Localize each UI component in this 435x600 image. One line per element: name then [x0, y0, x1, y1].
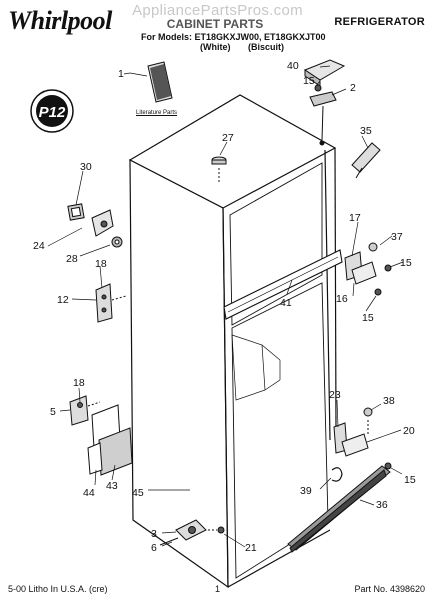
brand-logo: Whirlpool — [8, 6, 112, 35]
callout-15c: 15 — [362, 312, 374, 324]
category-label: REFRIGERATOR — [334, 16, 425, 28]
callout-44: 44 — [83, 487, 95, 499]
callout-16: 16 — [336, 293, 348, 305]
callout-41: 41 — [280, 297, 292, 309]
callout-39: 39 — [300, 485, 312, 497]
callout-27: 27 — [222, 132, 234, 144]
toe-grille-icon — [287, 465, 391, 553]
top-cover-cap-icon — [211, 156, 227, 182]
callout-45: 45 — [132, 487, 144, 499]
callout-5: 5 — [50, 406, 56, 418]
variant-biscuit: (Biscuit) — [248, 42, 284, 52]
callout-15d: 15 — [404, 474, 416, 486]
callout-18a: 18 — [95, 258, 107, 270]
callout-28: 28 — [66, 253, 78, 265]
callout-23: 23 — [329, 389, 341, 401]
callout-6: 6 — [151, 542, 157, 554]
callout-numbers: 1 2 3 5 6 12 15 15 15 15 16 17 18 18 20 … — [33, 60, 416, 554]
callout-24: 24 — [33, 240, 45, 252]
roller-assembly-icon — [159, 519, 225, 546]
callout-17: 17 — [349, 212, 361, 224]
callout-18b: 18 — [73, 377, 85, 389]
callout-37: 37 — [391, 231, 403, 243]
top-right-bracket-icon — [351, 142, 381, 179]
callout-15a: 15 — [303, 75, 315, 87]
model-list: For Models: ET18GKXJW00, ET18GKXJT00 — [141, 32, 326, 42]
callout-21: 21 — [245, 542, 257, 554]
p12-seal-icon: P12 — [30, 89, 74, 133]
leveling-clip-icon — [331, 467, 343, 482]
door-stop-icon — [67, 203, 123, 248]
callout-38: 38 — [383, 395, 395, 407]
footer-litho: 5-00 Litho In U.S.A. (cre) — [8, 584, 108, 594]
literature-parts-label: Literature Parts — [136, 110, 178, 116]
callout-35: 35 — [360, 125, 372, 137]
callout-2: 2 — [350, 82, 356, 94]
page-title: CABINET PARTS — [166, 17, 264, 31]
seal-text: P12 — [39, 104, 66, 121]
top-hinge-icon — [303, 59, 346, 146]
callout-30: 30 — [80, 161, 92, 173]
callout-40: 40 — [287, 60, 299, 72]
variant-white: (White) — [200, 42, 231, 52]
footer-page-number: 1 — [214, 584, 220, 594]
callout-12: 12 — [57, 294, 69, 306]
cabinet-outline — [128, 94, 337, 589]
lower-left-bracket-icon — [69, 395, 101, 426]
left-center-hinge-icon — [95, 283, 127, 323]
callout-36: 36 — [376, 499, 388, 511]
callout-43: 43 — [106, 480, 118, 492]
bottom-hinge-icon — [333, 407, 392, 470]
footer-part-number: Part No. 4398620 — [354, 584, 425, 594]
right-center-hinge-icon — [344, 242, 392, 296]
literature-booklet-icon — [147, 61, 173, 103]
callout-20: 20 — [403, 425, 415, 437]
grille-panel-icon — [87, 404, 133, 476]
leader-lines — [47, 65, 404, 548]
callout-3: 3 — [151, 528, 157, 540]
watermark: AppliancePartsPros.com — [132, 2, 303, 19]
callout-15b: 15 — [400, 257, 412, 269]
mullion-bar — [223, 249, 343, 320]
callout-1: 1 — [118, 68, 124, 80]
